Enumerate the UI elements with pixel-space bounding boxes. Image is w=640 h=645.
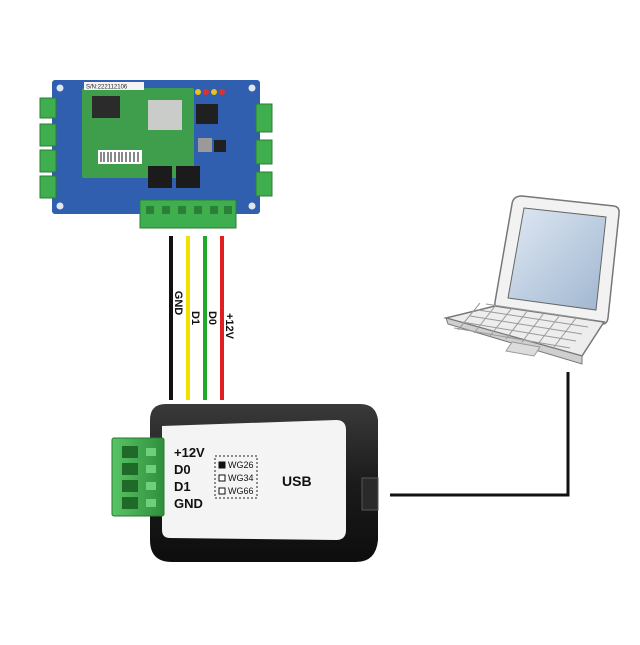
relay-2 <box>176 166 200 188</box>
wire-label-gnd: GND <box>172 291 184 316</box>
converter-label-panel <box>162 420 346 540</box>
terminal-label-gnd: GND <box>174 496 203 511</box>
wiegand-usb-converter-icon: +12V D0 D1 GND WG26 WG34 WG66 USB <box>111 404 379 562</box>
terminal-label-d1: D1 <box>174 479 191 494</box>
wire-label-12v: +12V <box>223 313 235 340</box>
led-red-2 <box>219 89 225 95</box>
mode-label-wg26: WG26 <box>228 460 254 470</box>
terminal-label-12v: +12V <box>174 445 205 460</box>
mode-checkbox-wg34 <box>218 474 226 482</box>
wire-label-d1: D1 <box>189 311 201 325</box>
barcode-sticker <box>98 150 142 164</box>
usb-port <box>361 477 379 511</box>
led-yellow-2 <box>211 89 217 95</box>
converter-terminal-block <box>111 437 165 517</box>
mode-checkbox-wg66 <box>218 487 226 495</box>
terminal-label-d0: D0 <box>174 462 191 477</box>
laptop-keyboard <box>453 302 595 349</box>
relay-1 <box>148 166 172 188</box>
laptop-touchpad <box>505 341 541 357</box>
mode-checkbox-wg26 <box>218 461 226 469</box>
mode-selector-box <box>214 455 258 499</box>
board-right-terminals <box>255 103 273 197</box>
laptop-icon <box>443 195 620 365</box>
mode-label-wg34: WG34 <box>228 473 254 483</box>
usb-cable <box>390 372 570 497</box>
led-yellow <box>195 89 201 95</box>
mode-label-wg66: WG66 <box>228 486 254 496</box>
access-control-board-icon: S/N:222112106 <box>39 80 273 229</box>
board-left-terminals <box>39 97 57 199</box>
usb-label: USB <box>282 473 312 489</box>
wire-label-d0: D0 <box>206 311 218 325</box>
serial-label: S/N:222112106 <box>86 85 128 91</box>
signal-wires: GND D1 D0 +12V <box>169 236 235 400</box>
led-red <box>203 89 209 95</box>
laptop-screen <box>507 207 607 311</box>
board-bottom-terminals <box>139 199 237 229</box>
